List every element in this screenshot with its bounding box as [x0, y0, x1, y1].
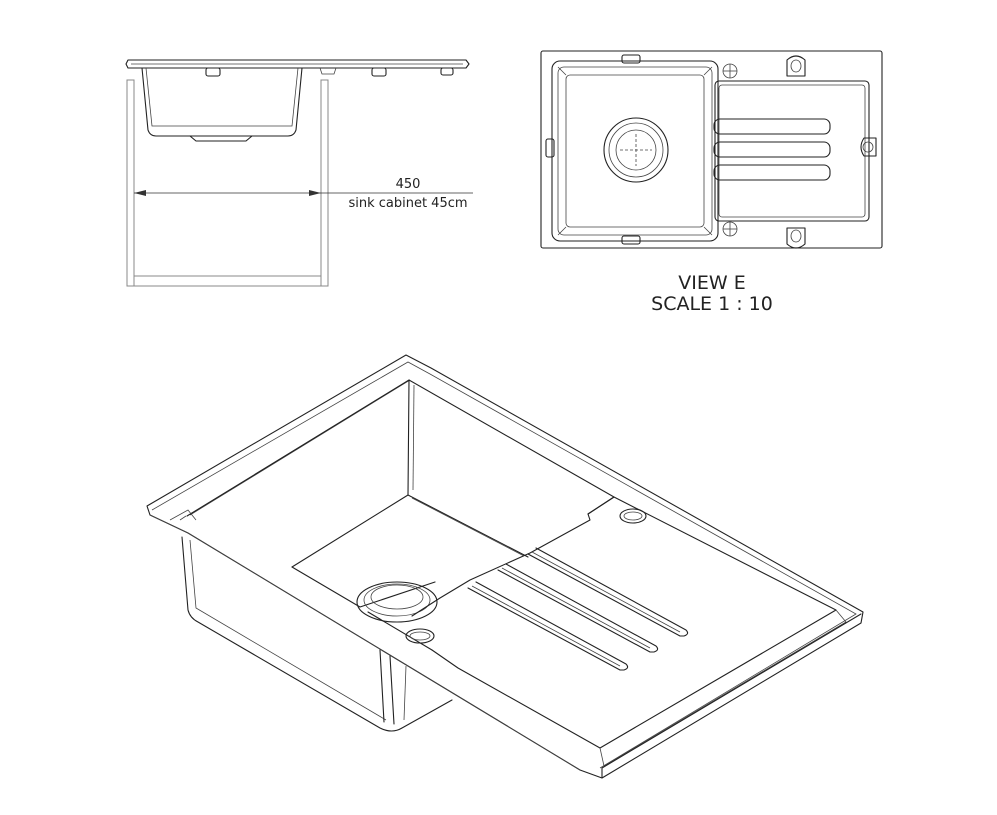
plan-view-e: VIEW E SCALE 1 : 10	[540, 50, 883, 315]
bowl-plan	[545, 54, 719, 245]
drainboard-grooves	[467, 547, 689, 671]
dimension-value: 450	[396, 177, 421, 192]
isometric-view	[146, 354, 864, 779]
sink-cabinet	[126, 79, 329, 287]
side-view: 450 sink cabinet 45cm	[125, 59, 473, 287]
view-title: VIEW E	[678, 272, 745, 294]
cabinet-dimension: 450 sink cabinet 45cm	[134, 177, 473, 211]
sink-side-profile	[125, 59, 470, 142]
view-scale: SCALE 1 : 10	[651, 293, 773, 315]
drainboard-plan	[713, 55, 877, 249]
dimension-note: sink cabinet 45cm	[348, 196, 467, 211]
drain-iso	[356, 581, 438, 623]
bowl-underside	[181, 536, 453, 732]
